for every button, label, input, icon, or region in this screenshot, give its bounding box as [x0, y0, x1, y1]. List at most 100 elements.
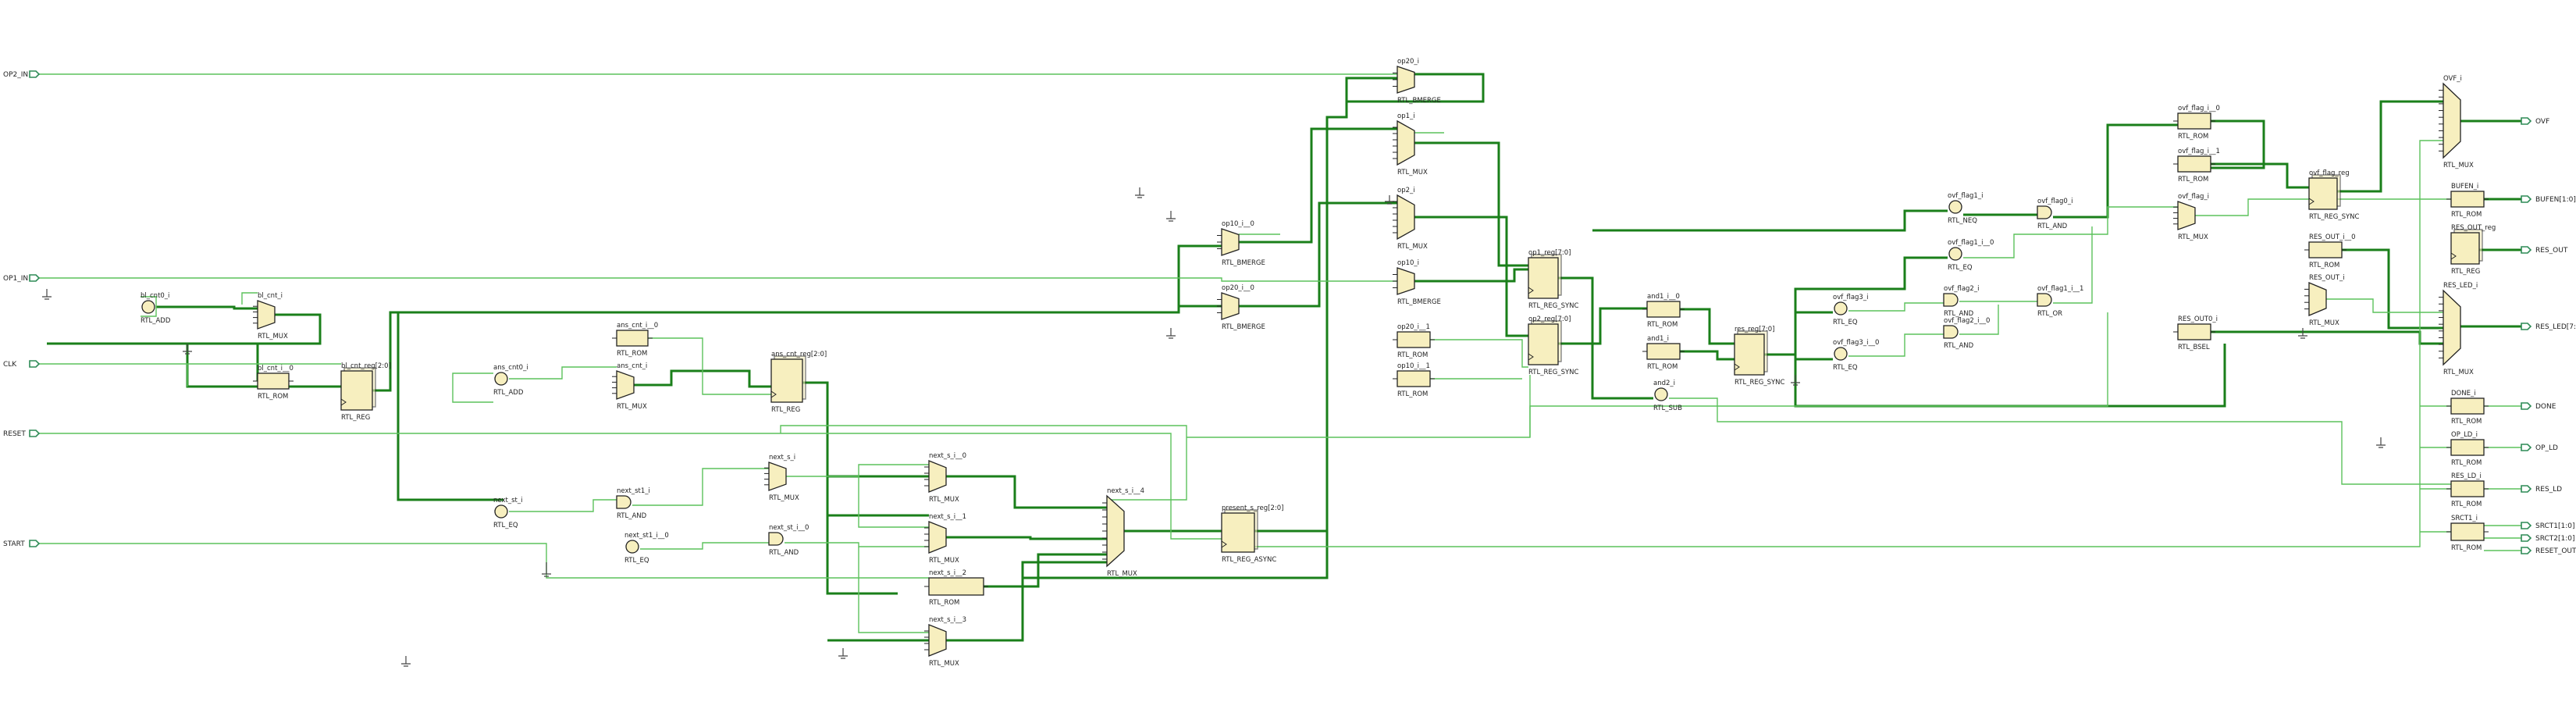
output-port-ovf[interactable]: OVF — [2521, 117, 2549, 126]
output-port-res_led[interactable]: RES_LED[7:0] — [2521, 323, 2576, 331]
output-port-label: DONE — [2535, 403, 2556, 411]
cell-type-label: RTL_SUB — [1653, 405, 1682, 412]
input-port-op2[interactable]: OP2_IN — [3, 70, 41, 79]
output-port-reset_out[interactable]: RESET_OUT[1:0] — [2521, 547, 2576, 555]
cell-instance-name: bl_cnt_reg[2:0] — [341, 362, 391, 370]
input-port-reset[interactable]: RESET — [3, 430, 41, 438]
cell-bl_cnt_reg[interactable]: bl_cnt_reg[2:0] RTL_REG — [340, 362, 391, 422]
cell-instance-name: op20_i — [1397, 58, 1419, 66]
output-port-res_ld[interactable]: RES_LD — [2521, 485, 2562, 494]
cell-instance-name: DONE_i — [2451, 390, 2476, 397]
output-port-res_out[interactable]: RES_OUT — [2521, 246, 2568, 255]
cell-res_reg[interactable]: res_reg[7:0]RTL_REG_SYNC — [1734, 326, 1785, 387]
output-port-label: RES_OUT — [2535, 247, 2568, 255]
cell-type-label: RTL_REG — [341, 414, 370, 422]
output-port-srct2[interactable]: SRCT2[1:0] — [2521, 534, 2575, 543]
cell-instance-name: next_s_i__3 — [929, 616, 966, 624]
cell-op1_reg[interactable]: op1_reg[7:0]RTL_REG_SYNC — [1528, 249, 1579, 310]
output-port-op_ld[interactable]: OP_LD — [2521, 444, 2558, 452]
output-port-bufen[interactable]: BUFEN[1:0] — [2521, 195, 2576, 204]
output-port-done[interactable]: DONE — [2521, 402, 2556, 411]
input-port-label: OP2_IN — [3, 71, 28, 79]
cell-instance-name: ovf_flag0_i — [2037, 198, 2073, 205]
cell-type-label: RTL_ROM — [1397, 390, 1428, 398]
cell-instance-name: and1_i__0 — [1647, 293, 1680, 301]
cell-ans_cnt_reg[interactable]: ans_cnt_reg[2:0]RTL_REG — [770, 351, 827, 414]
cell-type-label: RTL_BSEL — [2178, 344, 2210, 351]
cell-instance-name: next_st_i__0 — [769, 524, 809, 532]
cell-type-label: RTL_ROM — [929, 599, 959, 607]
cell-instance-name: ovf_flag_i — [2178, 193, 2209, 201]
cell-instance-name: RES_OUT_i — [2309, 274, 2345, 282]
cell-op2_reg[interactable]: op2_reg[7:0]RTL_REG_SYNC — [1528, 315, 1579, 376]
cell-instance-name: ovf_flag_i__1 — [2178, 148, 2220, 155]
cell-instance-name: op1_reg[7:0] — [1528, 249, 1571, 257]
cell-instance-name: next_s_i__1 — [929, 513, 966, 521]
cell-type-label: RTL_EQ — [1948, 264, 1973, 272]
input-port-start[interactable]: START — [3, 540, 41, 548]
cell-present_s_reg[interactable]: present_s_reg[2:0]RTL_REG_ASYNC — [1221, 504, 1283, 564]
cell-instance-name: ans_cnt_i — [617, 362, 647, 370]
cell-instance-name: op10_i — [1397, 259, 1419, 267]
cell-instance-name: op20_i__1 — [1397, 323, 1430, 331]
output-port-srct1[interactable]: SRCT1[1:0] — [2521, 522, 2575, 530]
cell-type-label: RTL_MUX — [929, 557, 959, 565]
cell-type-label: RTL_ROM — [2451, 211, 2482, 219]
input-port-op1[interactable]: OP1_IN — [3, 274, 41, 283]
cell-instance-name: OVF_i — [2443, 75, 2462, 83]
cell-instance-name: ovf_flag2_i — [1944, 285, 1979, 293]
input-port-clk[interactable]: CLK — [3, 360, 41, 369]
